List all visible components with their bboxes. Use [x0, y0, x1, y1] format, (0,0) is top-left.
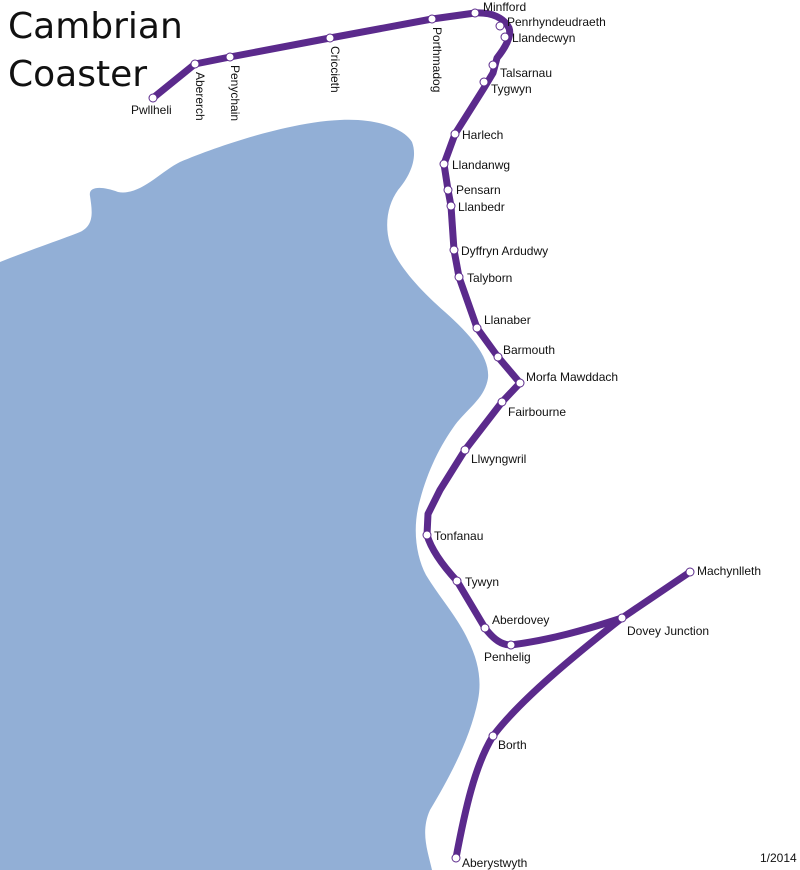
station-marker-aberdovey[interactable] — [480, 623, 490, 633]
sea-area — [0, 119, 489, 870]
station-marker-abererch[interactable] — [190, 59, 200, 69]
station-label-llandanwg: Llandanwg — [452, 158, 510, 172]
station-marker-minffordd[interactable] — [470, 8, 480, 18]
station-label-morfa-mawddach: Morfa Mawddach — [526, 370, 618, 384]
station-marker-llandanwg[interactable] — [439, 159, 449, 169]
station-marker-llandecwyn[interactable] — [500, 32, 510, 42]
station-marker-talsarnau[interactable] — [488, 60, 498, 70]
station-marker-llanbedr[interactable] — [446, 201, 456, 211]
station-marker-dovey-junction[interactable] — [617, 613, 627, 623]
station-label-fairbourne: Fairbourne — [508, 405, 566, 419]
station-marker-harlech[interactable] — [450, 129, 460, 139]
station-label-abererch: Abererch — [193, 72, 207, 121]
station-label-talsarnau: Talsarnau — [500, 66, 552, 80]
station-marker-tonfanau[interactable] — [422, 530, 432, 540]
station-marker-penychain[interactable] — [225, 52, 235, 62]
station-label-talybont: Talyborn — [467, 271, 512, 285]
station-label-dyffryn-ardudwy: Dyffryn Ardudwy — [461, 244, 548, 258]
station-label-tywyn: Tywyn — [465, 575, 499, 589]
station-label-aberdovey: Aberdovey — [492, 613, 549, 627]
station-label-borth: Borth — [498, 738, 527, 752]
station-label-llandecwyn: Llandecwyn — [512, 31, 575, 45]
station-marker-llwyngwril[interactable] — [460, 445, 470, 455]
station-label-dovey-junction: Dovey Junction — [627, 624, 709, 638]
station-label-tygwyn: Tygwyn — [491, 82, 532, 96]
station-label-penychain: Penychain — [228, 65, 242, 121]
station-label-criccieth: Criccieth — [328, 46, 342, 93]
station-marker-llanaber[interactable] — [472, 323, 482, 333]
station-marker-talybont[interactable] — [454, 272, 464, 282]
station-marker-pensarn[interactable] — [443, 185, 453, 195]
station-label-llanbedr: Llanbedr — [458, 200, 505, 214]
station-marker-borth[interactable] — [488, 731, 498, 741]
station-label-penrhyndeudraeth: Penrhyndeudraeth — [507, 15, 606, 29]
station-label-aberystwyth: Aberystwyth — [462, 856, 527, 870]
station-label-harlech: Harlech — [462, 128, 503, 142]
station-label-llwyngwril: Llwyngwril — [471, 452, 526, 466]
branch-line — [452, 614, 626, 862]
station-markers — [148, 8, 695, 863]
station-marker-tygwyn[interactable] — [479, 77, 489, 87]
station-label-machynlleth: Machynlleth — [697, 564, 761, 578]
station-label-porthmadog: Porthmadog — [430, 27, 444, 92]
station-marker-tywyn[interactable] — [452, 576, 462, 586]
station-label-penhelig: Penhelig — [484, 650, 531, 664]
station-marker-porthmadog[interactable] — [427, 14, 437, 24]
station-label-barmouth: Barmouth — [503, 343, 555, 357]
station-marker-machynlleth[interactable] — [685, 567, 695, 577]
station-marker-fairbourne[interactable] — [497, 397, 507, 407]
station-marker-pwllheli[interactable] — [148, 93, 158, 103]
station-label-llanaber: Llanaber — [484, 313, 531, 327]
station-label-minffordd: Minfford — [483, 0, 526, 14]
station-label-tonfanau: Tonfanau — [434, 529, 483, 543]
station-marker-penrhyndeudraeth[interactable] — [495, 21, 505, 31]
station-label-pwllheli: Pwllheli — [131, 103, 172, 117]
map-title-line1: Cambrian — [8, 6, 183, 47]
station-marker-penhelig[interactable] — [506, 640, 516, 650]
station-marker-barmouth[interactable] — [493, 352, 503, 362]
map-date: 1/2014 — [760, 851, 797, 865]
station-marker-morfa-mawddach[interactable] — [515, 378, 525, 388]
station-marker-aberystwyth[interactable] — [451, 853, 461, 863]
map-title-line2: Coaster — [8, 54, 147, 95]
station-label-pensarn: Pensarn — [456, 183, 501, 197]
station-marker-dyffryn-ardudwy[interactable] — [449, 245, 459, 255]
station-marker-criccieth[interactable] — [325, 33, 335, 43]
